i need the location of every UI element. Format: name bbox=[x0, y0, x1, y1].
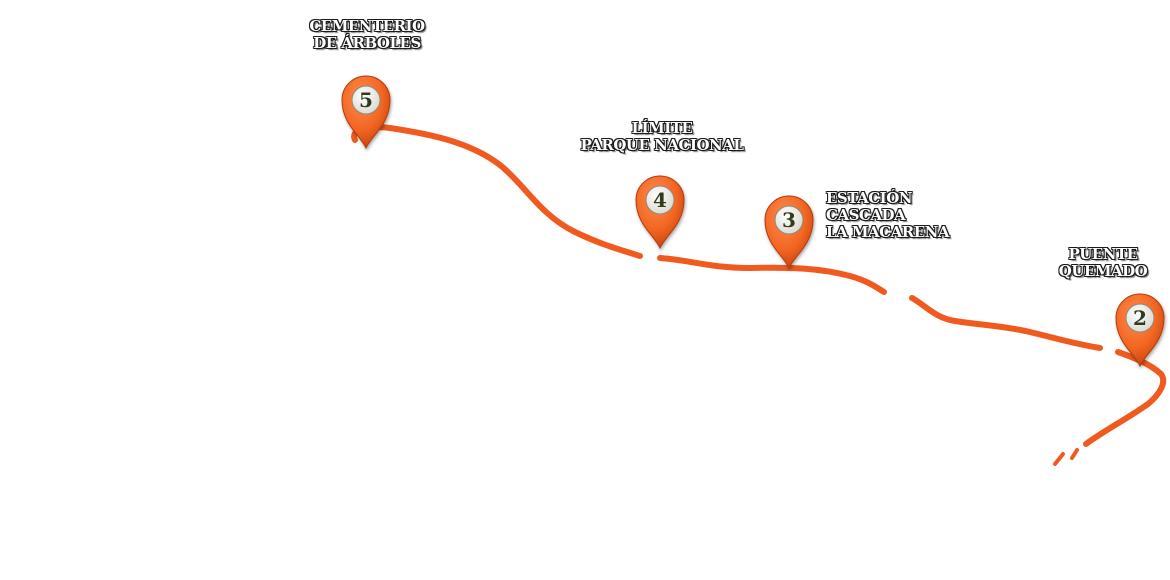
stop-label-puente: PUENTE QUEMADO bbox=[1040, 246, 1166, 280]
route-segment bbox=[657, 255, 887, 295]
map-pin-icon[interactable]: 5 bbox=[341, 75, 391, 150]
route-segment bbox=[1053, 452, 1065, 466]
stop-label-cementerio: CEMENTERIO DE ÁRBOLES bbox=[292, 18, 442, 52]
stop-label-line: DE ÁRBOLES bbox=[313, 34, 421, 52]
stop-number: 3 bbox=[782, 208, 796, 232]
trail-route bbox=[351, 124, 1167, 466]
stop-label-estacion: ESTACIÓN CASCADA LA MACARENA bbox=[826, 190, 996, 241]
stop-number: 5 bbox=[359, 88, 373, 112]
stop-number: 4 bbox=[653, 188, 667, 212]
stop-label-line: LÍMITE bbox=[631, 119, 693, 137]
map-pin-icon[interactable]: 2 bbox=[1115, 293, 1165, 368]
route-segment bbox=[1070, 448, 1079, 460]
stop-label-line: PUENTE bbox=[1068, 245, 1138, 263]
stop-label-line: PARQUE NACIONAL bbox=[580, 136, 744, 154]
route-segment bbox=[909, 295, 1103, 351]
stop-label-limite: LÍMITE PARQUE NACIONAL bbox=[552, 120, 772, 154]
stop-label-line: CEMENTERIO bbox=[309, 17, 425, 35]
stop-label-line: CASCADA bbox=[826, 206, 906, 224]
stop-label-line: QUEMADO bbox=[1058, 262, 1148, 280]
stop-label-line: LA MACARENA bbox=[826, 223, 949, 241]
route-segment bbox=[1083, 349, 1167, 447]
map-pin-icon[interactable]: 4 bbox=[635, 175, 685, 250]
map-pin-icon[interactable]: 3 bbox=[764, 195, 814, 270]
stop-label-line: ESTACIÓN bbox=[826, 189, 912, 207]
stop-number: 2 bbox=[1133, 306, 1147, 330]
